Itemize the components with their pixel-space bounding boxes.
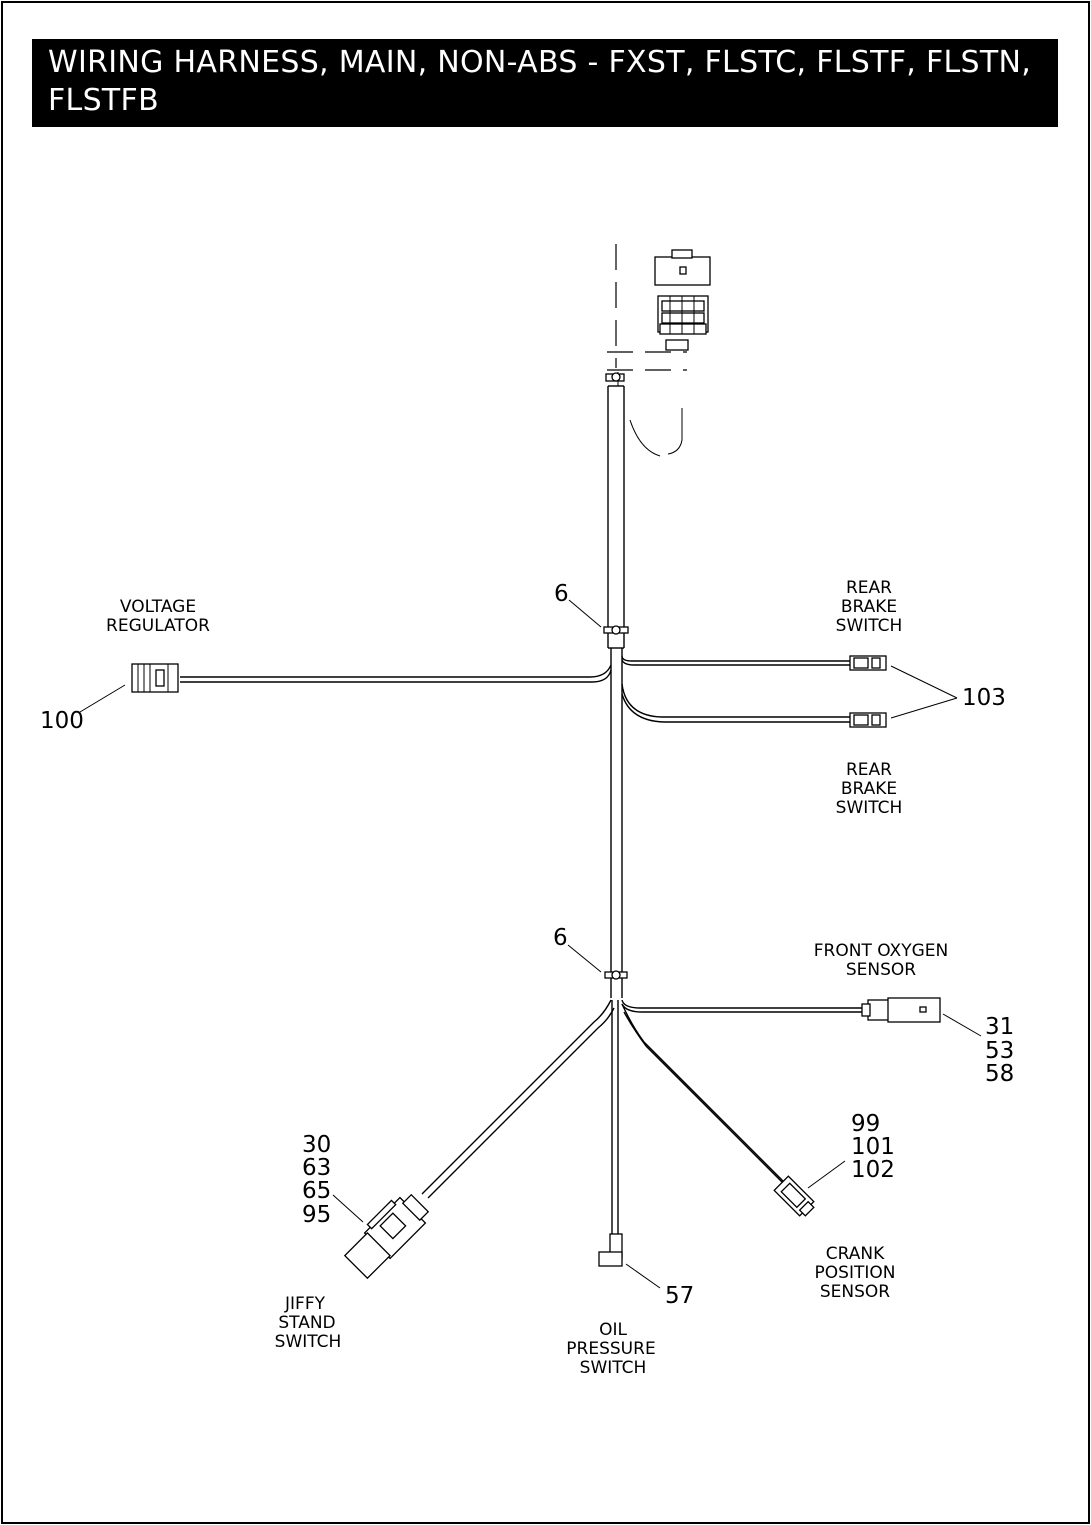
rear-brake-lower-label-3: SWITCH <box>836 798 903 818</box>
voltage-regulator-label-2: REGULATOR <box>106 616 210 636</box>
rear-brake-upper-label-1: REAR <box>846 578 892 598</box>
crank-ref-3: 102 <box>851 1157 895 1183</box>
jiffy-ref-3: 65 <box>302 1178 331 1204</box>
crank-label-3: SENSOR <box>820 1282 890 1302</box>
crank-position-sensor-branch <box>621 1003 846 1217</box>
front-oxygen-sensor-branch <box>621 997 982 1037</box>
clip-lower-ref: 6 <box>553 925 568 951</box>
front-oxygen-label-1: FRONT OXYGEN <box>814 941 948 961</box>
main-connector-assembly <box>607 244 711 457</box>
title-line-2: FLSTFB <box>48 83 159 118</box>
clip-lower <box>567 944 628 980</box>
crank-label-1: CRANK <box>826 1244 885 1264</box>
clip-upper <box>568 599 629 635</box>
jiffy-ref-1: 30 <box>302 1132 331 1158</box>
voltage-regulator-branch <box>79 663 612 713</box>
title-line-1: WIRING HARNESS, MAIN, NON-ABS - FXST, FL… <box>48 45 1032 80</box>
clip-upper-ref: 6 <box>554 581 569 607</box>
crank-ref-1: 99 <box>851 1111 880 1137</box>
jiffy-label-2: STAND <box>278 1313 335 1333</box>
jiffy-ref-4: 95 <box>302 1202 331 1228</box>
front-oxygen-label-2: SENSOR <box>846 960 916 980</box>
oil-pressure-label-2: PRESSURE <box>566 1339 655 1359</box>
front-oxygen-ref-3: 58 <box>985 1061 1014 1087</box>
jiffy-label-1: JIFFY <box>284 1294 326 1314</box>
front-oxygen-ref-2: 53 <box>985 1038 1014 1064</box>
rear-brake-lower-label-1: REAR <box>846 760 892 780</box>
oil-pressure-label-1: OIL <box>599 1320 627 1340</box>
jiffy-stand-switch-branch <box>332 999 615 1280</box>
oil-pressure-ref: 57 <box>665 1283 694 1309</box>
voltage-regulator-label-1: VOLTAGE <box>120 597 196 617</box>
voltage-regulator-ref: 100 <box>40 708 84 734</box>
rear-brake-lower-label-2: BRAKE <box>841 779 897 799</box>
oil-pressure-label-3: SWITCH <box>580 1358 647 1378</box>
title-bar: WIRING HARNESS, MAIN, NON-ABS - FXST, FL… <box>32 39 1058 127</box>
rear-brake-upper-label-2: BRAKE <box>841 597 897 617</box>
front-oxygen-ref-1: 31 <box>985 1014 1014 1040</box>
crank-ref-2: 101 <box>851 1134 895 1160</box>
rear-brake-ref: 103 <box>962 685 1006 711</box>
rear-brake-upper-label-3: SWITCH <box>836 616 903 636</box>
jiffy-ref-2: 63 <box>302 1155 331 1181</box>
jiffy-label-3: SWITCH <box>275 1332 342 1352</box>
main-trunk <box>605 372 625 998</box>
rear-brake-switch-branches <box>621 655 958 728</box>
oil-pressure-switch-branch <box>598 1000 661 1289</box>
crank-label-2: POSITION <box>815 1263 896 1283</box>
